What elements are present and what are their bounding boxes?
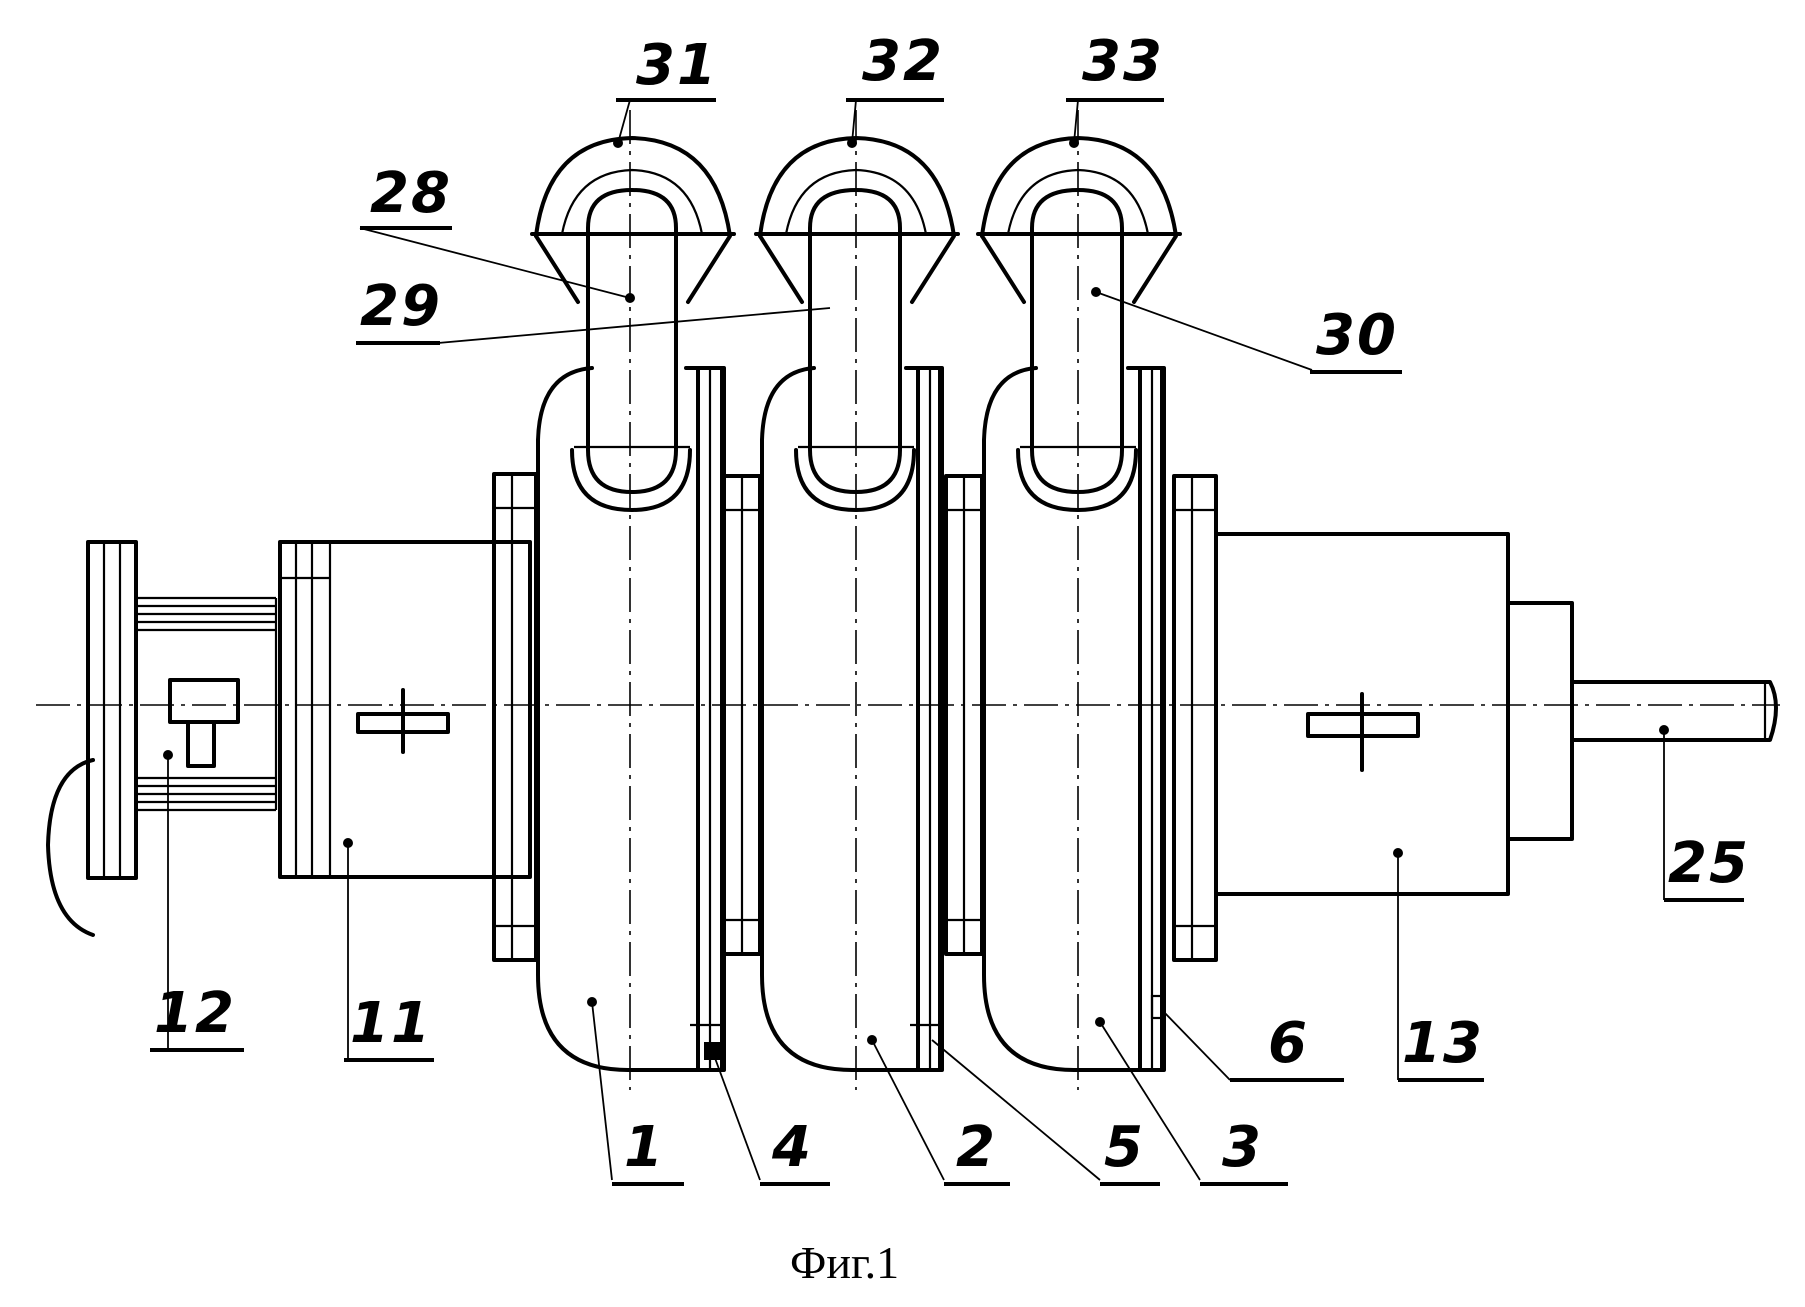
housing-13 (1216, 534, 1572, 894)
label-11: 11 (350, 991, 432, 1056)
label-25: 25 (1668, 831, 1750, 896)
label-29: 29 (360, 274, 442, 339)
label-12: 12 (154, 981, 236, 1046)
stage-1 (532, 110, 734, 1090)
shaft-25 (1572, 682, 1776, 740)
label-1: 1 (624, 1115, 665, 1180)
label-28: 28 (370, 161, 452, 226)
label-13: 13 (1402, 1011, 1484, 1076)
label-4: 4 (771, 1115, 813, 1180)
stage-2 (756, 110, 958, 1090)
figure-caption: Фиг.1 (790, 1237, 899, 1288)
label-5: 5 (1104, 1115, 1145, 1180)
stage-3 (978, 110, 1180, 1090)
flange-mid-2 (946, 476, 982, 954)
label-32: 32 (862, 29, 944, 94)
label-33: 33 (1082, 29, 1164, 94)
flange-right (1174, 476, 1216, 960)
label-3: 3 (1222, 1115, 1263, 1180)
label-6: 6 (1268, 1011, 1309, 1076)
label-30: 30 (1316, 303, 1398, 368)
label-31: 31 (636, 33, 718, 98)
flange-mid-1 (724, 476, 760, 954)
label-2: 2 (956, 1115, 997, 1180)
left-flange-assembly (48, 542, 276, 935)
